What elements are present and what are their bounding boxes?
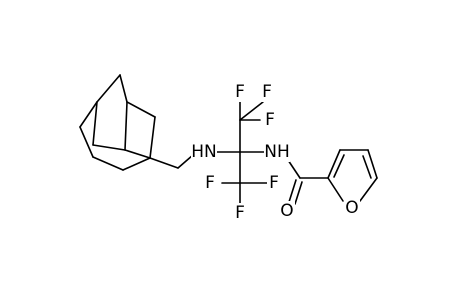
bond xyxy=(287,159,301,179)
bond xyxy=(239,101,264,121)
label-backdrop xyxy=(263,110,277,130)
fluorine-bottom-mid-label: F xyxy=(235,203,245,223)
fluorine-top-right-label: F xyxy=(265,110,275,130)
label-backdrop xyxy=(264,142,290,162)
label-backdrop xyxy=(267,173,281,193)
fluorine-top-mid-label: F xyxy=(262,82,272,102)
bond xyxy=(362,155,372,179)
furan-ring xyxy=(327,149,378,202)
bond xyxy=(333,154,345,178)
nh-right-label: NH xyxy=(264,142,290,162)
bond xyxy=(149,116,156,159)
fluorine-top-left-label: F xyxy=(235,82,245,102)
bond xyxy=(126,101,156,118)
label-backdrop xyxy=(191,142,217,162)
bond xyxy=(327,149,341,179)
bond xyxy=(288,179,297,203)
label-backdrop xyxy=(233,82,247,102)
central-carbon xyxy=(215,119,265,184)
bond xyxy=(294,181,303,205)
label-backdrop xyxy=(260,82,274,102)
bond xyxy=(149,157,179,169)
bond xyxy=(122,157,151,171)
furan-oxygen-label: O xyxy=(345,198,358,218)
nh-left-label: HN xyxy=(191,142,217,162)
label-backdrop xyxy=(344,198,360,218)
bond xyxy=(96,74,121,103)
bond xyxy=(177,154,194,169)
bond xyxy=(359,177,378,202)
bond xyxy=(119,74,128,103)
bond xyxy=(327,177,344,202)
atom-labels: HN NH F F F F F F O O xyxy=(191,82,360,223)
bond xyxy=(92,101,98,146)
carbonyl-oxygen-label: O xyxy=(280,201,293,221)
bond xyxy=(124,101,128,151)
label-backdrop xyxy=(203,173,217,193)
fluorine-bottom-right-label: F xyxy=(269,173,279,193)
cf3-group-top xyxy=(239,101,264,121)
label-backdrop xyxy=(233,203,247,223)
bond xyxy=(79,101,98,128)
cf3-group-bottom xyxy=(221,182,268,204)
fluorine-bottom-left-label: F xyxy=(205,173,215,193)
amide-group xyxy=(287,159,329,205)
bond xyxy=(92,156,124,171)
bond xyxy=(367,149,378,179)
bond xyxy=(79,126,94,158)
bond xyxy=(92,144,126,151)
label-backdrop xyxy=(279,201,295,221)
bond xyxy=(124,149,151,159)
adamantane-cage xyxy=(79,74,156,171)
